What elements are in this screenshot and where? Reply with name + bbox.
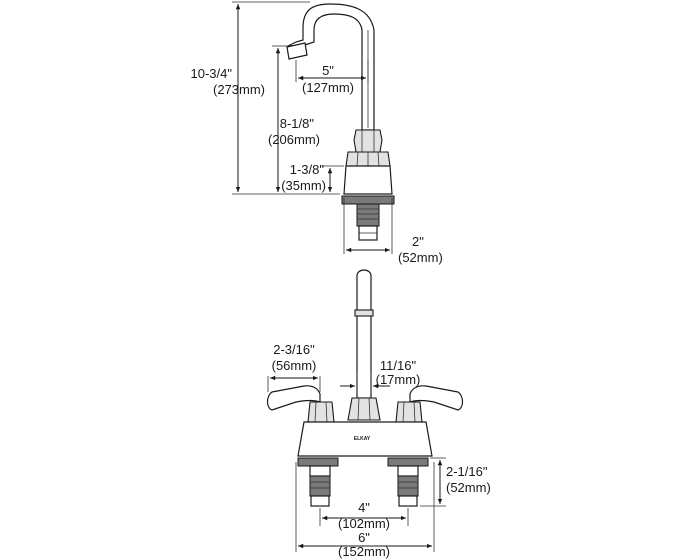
side-view: 10-3/4" (273mm) 5" (127mm) 8-1/8" (206mm… [191, 1, 443, 265]
dim-spout-height: 8-1/8" [280, 116, 315, 131]
front-spout-lower [356, 311, 372, 399]
front-right-threaded-shank [397, 475, 419, 497]
dim-shank-length: 2-1/16" [446, 464, 488, 479]
dim-base-height: 1-3/8" [290, 162, 325, 177]
front-left-mounting-nut [297, 457, 339, 467]
front-spout-tube [356, 269, 372, 313]
side-aerator [286, 42, 308, 60]
front-left-threaded-shank [309, 475, 331, 497]
brand-logo: ELKAY [354, 436, 371, 442]
dim-overall-width-metric: (152mm) [338, 544, 390, 559]
front-spout-base [347, 397, 381, 421]
front-spout-ring [354, 309, 374, 317]
dim-center-spacing: 4" [358, 500, 370, 515]
dim-spout-reach-metric: (127mm) [302, 80, 354, 95]
front-right-shank-upper [397, 465, 419, 477]
front-left-lever-handle [266, 385, 321, 411]
side-base-body [343, 165, 393, 195]
front-right-lever-handle [409, 385, 464, 411]
dim-base-width: 2" [412, 234, 424, 249]
dim-spout-reach: 5" [322, 63, 334, 78]
dim-shank-length-metric: (52mm) [446, 480, 491, 495]
dim-base-height-metric: (35mm) [281, 178, 326, 193]
dim-overall-height-metric: (273mm) [213, 82, 265, 97]
dim-handle-width-metric: (56mm) [272, 358, 317, 373]
front-left-shank-upper [309, 465, 331, 477]
dim-spout-diameter-metric: (17mm) [376, 372, 421, 387]
front-deck-body [297, 421, 433, 457]
front-right-supply-coupling [398, 495, 418, 507]
front-right-mounting-nut [387, 457, 429, 467]
dim-spout-height-metric: (206mm) [268, 132, 320, 147]
side-mounting-nut [341, 195, 395, 205]
side-spout-collar [353, 129, 383, 153]
front-left-supply-coupling [310, 495, 330, 507]
front-left-valve-stem [307, 401, 335, 423]
dim-center-spacing-metric: (102mm) [338, 516, 390, 531]
dim-overall-width: 6" [358, 530, 370, 545]
dim-handle-width: 2-3/16" [273, 342, 315, 357]
front-view: ELKAY 2-3/16 [266, 269, 491, 559]
front-right-valve-stem [395, 401, 423, 423]
dim-base-width-metric: (52mm) [398, 250, 443, 265]
dim-spout-diameter: 11/16" [380, 358, 417, 373]
side-threaded-shank [356, 203, 380, 227]
dim-overall-height: 10-3/4" [191, 66, 233, 81]
